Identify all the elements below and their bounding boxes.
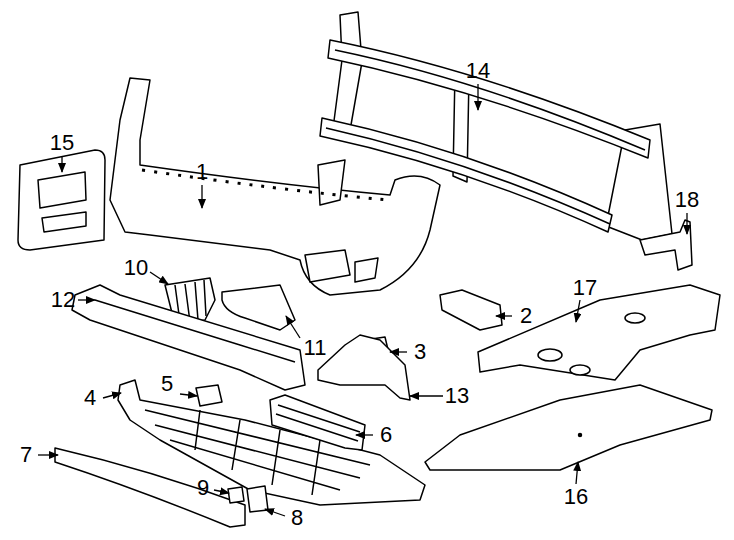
cover xyxy=(247,486,268,512)
leader-arrow xyxy=(78,299,95,300)
skid-plate xyxy=(625,313,645,323)
leader-arrows xyxy=(38,84,687,516)
leader-arrow xyxy=(356,434,373,435)
leader-arrow xyxy=(576,300,580,322)
grille-panel xyxy=(276,405,360,441)
callout-number: 15 xyxy=(50,132,74,154)
bumper-fascia xyxy=(355,258,378,282)
impact-bar xyxy=(72,285,305,390)
cover xyxy=(228,487,244,503)
leader-arrow xyxy=(201,185,202,208)
callout-number: 14 xyxy=(466,60,490,82)
trim-panel xyxy=(222,285,295,330)
parts-drawing xyxy=(18,12,720,527)
leader-arrow xyxy=(180,394,197,396)
callout-number: 8 xyxy=(291,507,303,529)
callout-number: 11 xyxy=(304,337,327,359)
grille-panel xyxy=(270,395,365,450)
shield xyxy=(425,385,712,470)
callout-number: 17 xyxy=(573,277,597,299)
bumper-fascia xyxy=(142,170,388,200)
callout-number: 6 xyxy=(380,424,392,446)
bumper-fascia xyxy=(305,250,350,282)
callout-number: 12 xyxy=(51,289,75,311)
callout-number: 10 xyxy=(124,257,148,279)
leader-arrow xyxy=(410,395,443,396)
callout-number: 1 xyxy=(196,161,208,183)
bracket xyxy=(318,335,410,400)
callout-number: 3 xyxy=(414,341,426,363)
leader-arrow xyxy=(265,509,285,516)
leader-arrow xyxy=(214,490,229,493)
leader-arrow xyxy=(150,272,168,284)
clip xyxy=(196,385,222,406)
shield xyxy=(579,434,582,437)
skid-plate xyxy=(538,349,562,361)
skid-plate xyxy=(478,285,720,380)
callout-number: 9 xyxy=(197,477,209,499)
leader-arrow xyxy=(103,393,121,398)
impact-bar xyxy=(95,300,295,362)
callout-number: 4 xyxy=(84,387,96,409)
leader-arrow xyxy=(38,454,58,455)
bumper-fascia xyxy=(110,78,440,295)
trim-strip xyxy=(55,448,245,527)
bumper-fascia xyxy=(318,160,345,205)
leader-arrow xyxy=(61,156,62,172)
bracket xyxy=(640,220,692,270)
callout-number: 7 xyxy=(20,444,32,466)
leader-arrow xyxy=(576,462,578,484)
leader-arrow xyxy=(496,315,512,316)
license-bracket xyxy=(42,212,86,232)
skid-plate xyxy=(570,365,590,375)
callout-number: 16 xyxy=(564,486,588,508)
callout-number: 13 xyxy=(445,385,469,407)
bracket xyxy=(440,290,502,330)
leader-arrow xyxy=(286,316,300,338)
leader-arrow xyxy=(686,213,687,234)
leader-arrow xyxy=(390,351,407,352)
leader-arrow xyxy=(477,84,478,110)
license-bracket xyxy=(18,150,105,250)
license-bracket xyxy=(38,172,86,208)
callout-number: 18 xyxy=(675,189,699,211)
callout-number: 2 xyxy=(520,305,532,327)
callout-number: 5 xyxy=(161,373,173,395)
